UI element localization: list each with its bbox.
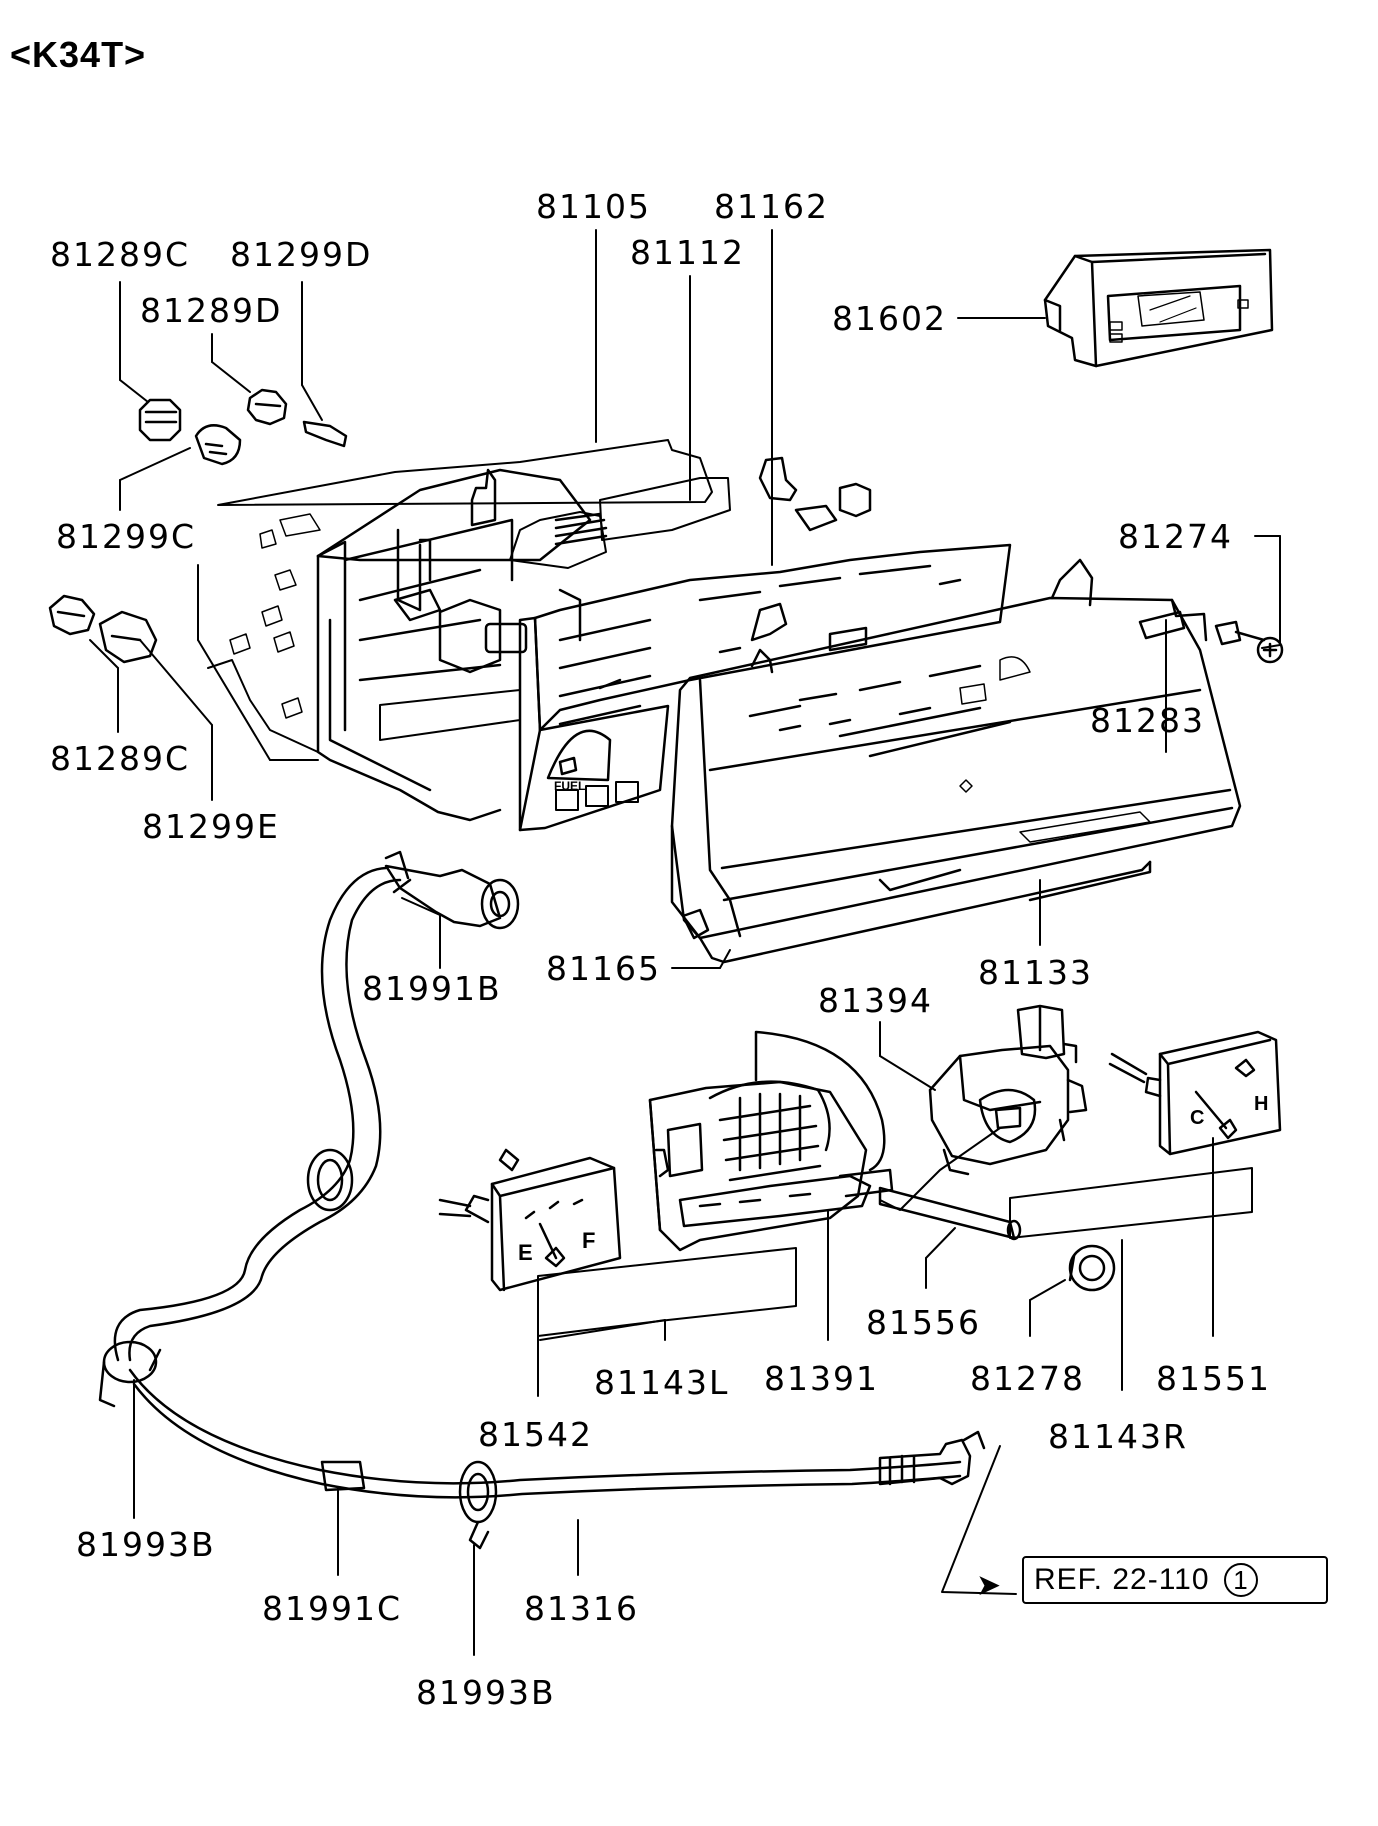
part-label-81991b[interactable]: 81991B (362, 969, 502, 1008)
part-label-81105[interactable]: 81105 (536, 187, 651, 226)
part-label-81143l[interactable]: 81143L (594, 1363, 730, 1402)
part-label-81165[interactable]: 81165 (546, 949, 661, 988)
temp-gauge-h-mark: H (1254, 1093, 1268, 1115)
reference-number: 1 (1223, 1563, 1258, 1597)
part-label-81162[interactable]: 81162 (714, 187, 829, 226)
speedometer-cable (98, 850, 1017, 1595)
tachometer-motor (928, 1004, 1088, 1176)
window-assembly (670, 558, 1242, 964)
model-code: <K34T> (10, 34, 147, 75)
part-label-81602[interactable]: 81602 (832, 299, 947, 338)
fuel-gauge-f-mark: F (582, 1228, 595, 1253)
part-label-81299d[interactable]: 81299D (230, 235, 373, 274)
fuel-gauge (438, 1148, 622, 1292)
arrow-right-icon: ➤ (976, 1569, 1002, 1602)
switch-panel-81602 (1043, 248, 1274, 368)
fuel-gauge-e-mark: E (518, 1240, 533, 1265)
part-label-81551[interactable]: 81551 (1156, 1359, 1271, 1398)
part-label-81278[interactable]: 81278 (970, 1359, 1085, 1398)
bulb-sockets (48, 388, 1284, 664)
temperature-gauge (1108, 1030, 1282, 1156)
part-label-81289c-top[interactable]: 81289C (50, 235, 191, 274)
part-label-81542[interactable]: 81542 (478, 1415, 593, 1454)
meter-plate (518, 543, 1012, 832)
case-assembly (207, 439, 872, 822)
part-label-81316[interactable]: 81316 (524, 1589, 639, 1628)
part-label-81391[interactable]: 81391 (764, 1359, 879, 1398)
temp-gauge-c-mark: C (1190, 1107, 1204, 1129)
part-label-81299c[interactable]: 81299C (56, 517, 197, 556)
part-label-81143r[interactable]: 81143R (1048, 1417, 1188, 1456)
cap-81278 (1068, 1244, 1116, 1292)
part-label-81112[interactable]: 81112 (630, 233, 745, 272)
part-label-81274[interactable]: 81274 (1118, 517, 1233, 556)
part-label-81993b-bottom[interactable]: 81993B (416, 1673, 556, 1712)
part-label-81299e[interactable]: 81299E (142, 807, 280, 846)
fuel-word-mark: FUEL (554, 779, 585, 793)
speedometer-unit (648, 1030, 1022, 1252)
bracket-plates (537, 1167, 1253, 1337)
reference-link[interactable]: REF. 22-110 1 (1022, 1556, 1328, 1604)
part-label-81993b-left[interactable]: 81993B (76, 1525, 216, 1564)
part-label-81289c-bottom[interactable]: 81289C (50, 739, 191, 778)
part-label-81133[interactable]: 81133 (978, 953, 1093, 992)
part-label-81556[interactable]: 81556 (866, 1303, 981, 1342)
part-label-81283[interactable]: 81283 (1090, 701, 1205, 740)
part-label-81289d[interactable]: 81289D (140, 291, 283, 330)
part-label-81991c[interactable]: 81991C (262, 1589, 403, 1628)
part-label-81394[interactable]: 81394 (818, 981, 933, 1020)
reference-text: REF. 22-110 (1034, 1563, 1210, 1596)
